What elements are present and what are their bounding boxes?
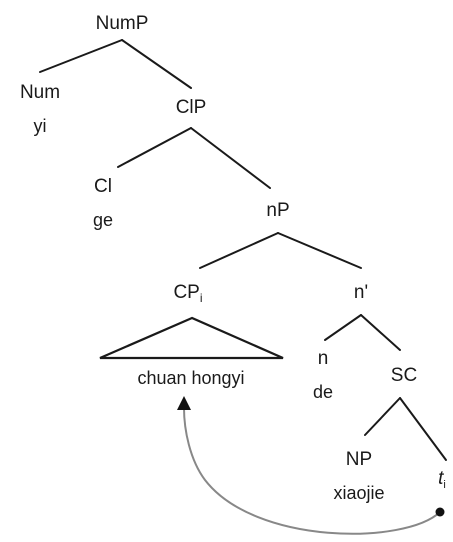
label-n: n xyxy=(318,348,329,369)
label-nump: NumP xyxy=(96,13,149,34)
label-np: NP xyxy=(346,449,372,470)
word-xiaojie: xiaojie xyxy=(333,483,384,503)
label-trace-text: t xyxy=(438,468,444,489)
arrowhead-icon xyxy=(177,396,191,410)
word-de: de xyxy=(313,382,333,402)
edge-sc-np xyxy=(364,397,401,436)
label-trace-index: i xyxy=(443,479,445,491)
label-cp-index: i xyxy=(200,291,203,305)
edge-clp-np xyxy=(190,127,271,189)
edge-nbar-sc xyxy=(360,314,401,351)
trace-dot-icon xyxy=(435,507,445,517)
edge-nump-num xyxy=(39,39,123,73)
triangle-text: chuan hongyi xyxy=(137,368,244,388)
edge-np-nbar xyxy=(277,232,362,269)
word-yi: yi xyxy=(34,116,47,136)
edge-np-cp xyxy=(199,232,279,269)
edge-nump-clp xyxy=(121,39,192,89)
label-np-top: nP xyxy=(266,200,289,221)
label-clp: ClP xyxy=(176,97,207,118)
edge-clp-cl xyxy=(117,127,192,168)
cp-triangle xyxy=(99,316,284,360)
label-sc: SC xyxy=(391,365,417,386)
label-cl: Cl xyxy=(94,176,112,197)
word-ge: ge xyxy=(93,210,113,230)
movement-arrow xyxy=(183,407,441,535)
label-num: Num xyxy=(20,82,60,103)
label-cp-text: CP xyxy=(173,282,199,303)
label-nbar: n' xyxy=(354,282,368,303)
edge-nbar-n xyxy=(324,314,362,341)
label-cp: CPi xyxy=(173,282,202,305)
label-trace: ti xyxy=(438,468,446,491)
edge-sc-trace xyxy=(399,397,447,461)
